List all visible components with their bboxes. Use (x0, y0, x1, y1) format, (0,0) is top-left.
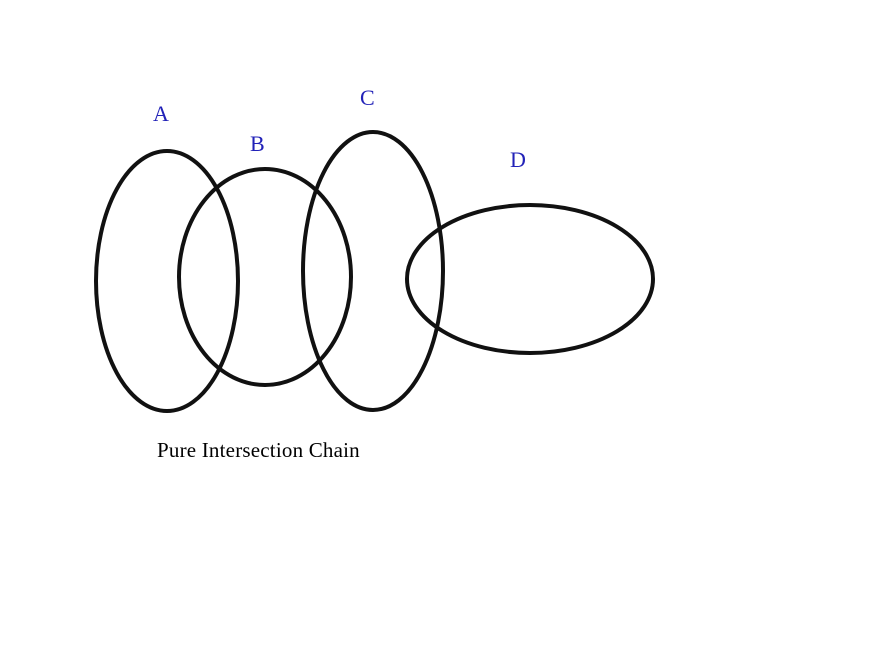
set-label-d: D (510, 147, 526, 172)
ellipse-group (94, 130, 655, 413)
ellipse-b (177, 167, 353, 387)
diagram-caption: Pure Intersection Chain (157, 438, 360, 462)
set-label-c: C (360, 85, 375, 110)
set-label-a: A (153, 101, 169, 126)
ellipse-a (94, 149, 240, 413)
set-label-group: A B C D (153, 85, 526, 172)
ellipse-c (301, 130, 445, 412)
set-label-b: B (250, 131, 265, 156)
ellipse-d (405, 203, 655, 355)
